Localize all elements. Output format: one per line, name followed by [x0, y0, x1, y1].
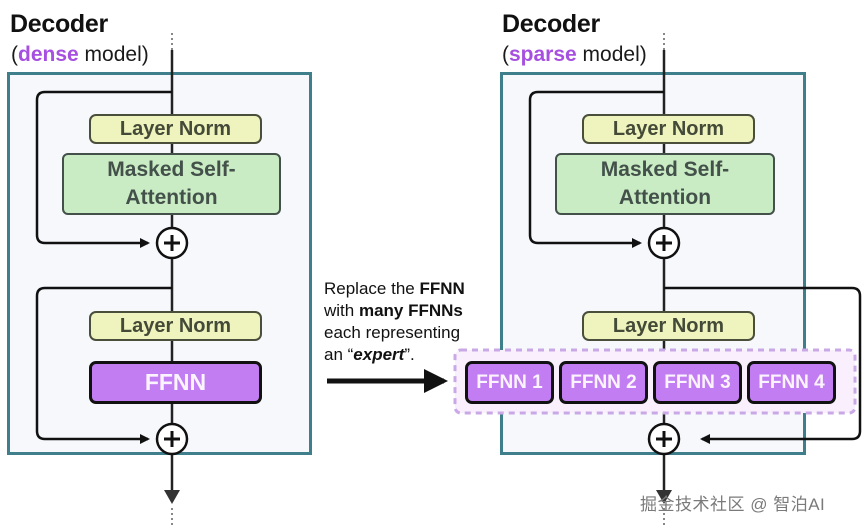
note-text: ”.: [404, 345, 415, 364]
note-text: Replace the: [324, 279, 420, 298]
expert-ffnn-2: FFNN 2: [559, 361, 648, 404]
plus-icon: [164, 235, 180, 251]
note-text: an “: [324, 345, 354, 364]
sparse-layer-norm-2: Layer Norm: [582, 311, 755, 341]
dense-decoder-subtitle: (dense model): [11, 43, 149, 67]
sparse-accent-word: sparse: [509, 43, 577, 66]
plus-icon: [656, 235, 672, 251]
dense-layer-norm-1: Layer Norm: [89, 114, 262, 144]
sparse-layer-norm-1: Layer Norm: [582, 114, 755, 144]
plus-icon: [656, 431, 672, 447]
note-bold: FFNN: [419, 279, 465, 298]
note-bold-italic: expert: [353, 345, 405, 364]
note-bold: many FFNNs: [358, 301, 463, 320]
dense-accent-word: dense: [18, 43, 79, 66]
dense-residual-1: [35, 90, 172, 248]
subtitle-open-paren: (: [502, 43, 509, 66]
subtitle-rest: model): [576, 43, 647, 66]
replace-note: Replace the FFNN with many FFNNs each re…: [324, 278, 499, 366]
plus-icon: [164, 431, 180, 447]
watermark: 掘金技术社区 @ 智泊AI: [640, 495, 826, 514]
subtitle-rest: model): [78, 43, 149, 66]
sparse-decoder-subtitle: (sparse model): [502, 43, 647, 67]
expert-ffnn-3: FFNN 3: [653, 361, 742, 404]
sparse-residual-2: [664, 286, 862, 444]
sparse-residual-1: [528, 90, 664, 248]
dense-masked-self-attention: Masked Self-Attention: [62, 153, 281, 215]
dense-layer-norm-2: Layer Norm: [89, 311, 262, 341]
sparse-masked-self-attention: Masked Self-Attention: [555, 153, 775, 215]
subtitle-open-paren: (: [11, 43, 18, 66]
note-text: with: [324, 301, 359, 320]
dense-output-arrowhead: [164, 490, 180, 504]
dense-decoder-title: Decoder: [10, 10, 108, 38]
dense-residual-2: [35, 286, 172, 444]
expert-ffnn-4: FFNN 4: [747, 361, 836, 404]
note-text: each representing: [324, 323, 461, 342]
sparse-output-arrowhead: [656, 490, 672, 504]
expert-ffnn-1: FFNN 1: [465, 361, 554, 404]
sparse-decoder-title: Decoder: [502, 10, 600, 38]
dense-ffnn: FFNN: [89, 361, 262, 404]
